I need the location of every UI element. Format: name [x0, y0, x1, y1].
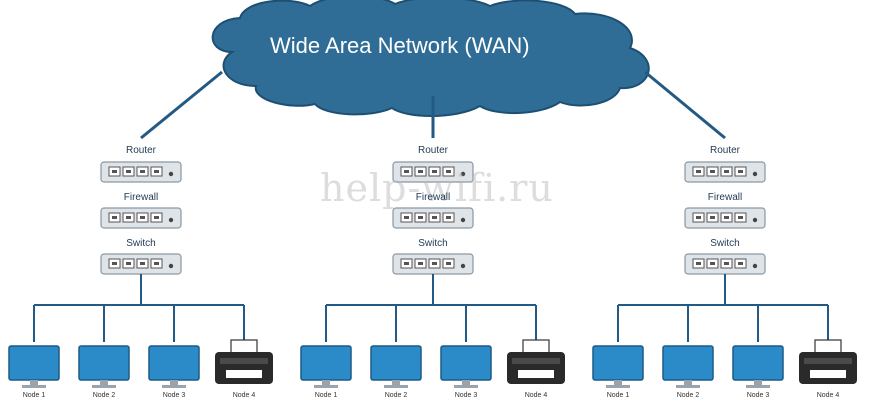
watermark: help-wifi.ru [320, 166, 554, 210]
wan-label: Wide Area Network (WAN) [270, 33, 530, 58]
node-label: Node 2 [92, 392, 116, 399]
node-label: Node 4 [232, 392, 256, 399]
switch-icon [684, 253, 766, 275]
node-label: Node 3 [162, 392, 186, 399]
printer-icon [215, 339, 273, 384]
router-icon [392, 161, 474, 183]
node-label: Node 1 [606, 392, 630, 399]
switch-label: Switch [126, 238, 156, 249]
printer-icon [507, 339, 565, 384]
node-label: Node 3 [454, 392, 478, 399]
printer-icon [799, 339, 857, 384]
wan-cloud-icon [211, 0, 650, 117]
monitor-icon [662, 345, 714, 388]
wan-link-3 [644, 70, 726, 140]
router-icon [684, 161, 766, 183]
router-label: Router [709, 145, 740, 156]
node-label: Node 4 [816, 392, 840, 399]
monitor-icon [592, 345, 644, 388]
firewall-icon [392, 207, 474, 229]
switch-label: Switch [710, 238, 740, 249]
monitor-icon [8, 345, 60, 388]
monitor-icon [148, 345, 200, 388]
monitor-icon [370, 345, 422, 388]
node-label: Node 3 [746, 392, 770, 399]
monitor-icon [732, 345, 784, 388]
firewall-icon [100, 207, 182, 229]
switch-icon [100, 253, 182, 275]
firewall-label: Firewall [123, 192, 159, 203]
node-label: Node 4 [524, 392, 548, 399]
monitor-icon [440, 345, 492, 388]
monitor-icon [78, 345, 130, 388]
router-label: Router [125, 145, 156, 156]
router-label: Router [417, 145, 448, 156]
firewall-label: Firewall [415, 192, 451, 203]
firewall-icon [684, 207, 766, 229]
node-label: Node 1 [314, 392, 338, 399]
router-icon [100, 161, 182, 183]
node-label: Node 1 [22, 392, 46, 399]
node-label: Node 2 [384, 392, 408, 399]
monitor-icon [300, 345, 352, 388]
switch-label: Switch [418, 238, 448, 249]
wan-link-1 [140, 70, 223, 140]
switch-icon [392, 253, 474, 275]
node-label: Node 2 [676, 392, 700, 399]
firewall-label: Firewall [707, 192, 743, 203]
